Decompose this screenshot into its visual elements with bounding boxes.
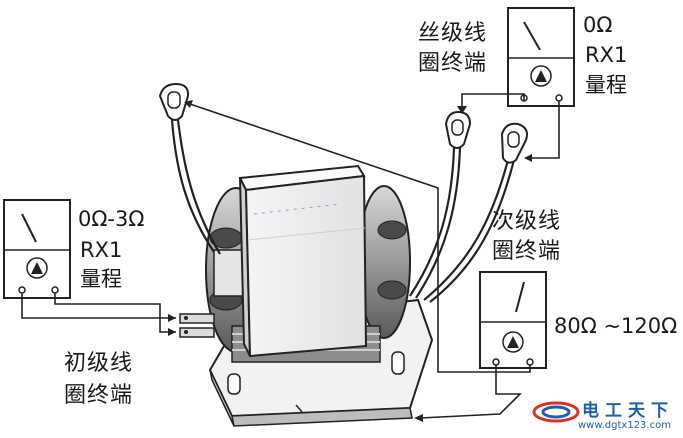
lead-wires [170,119,516,303]
arrowheads [168,100,532,422]
secondary-coil-label-line1: 次级线 [492,209,562,234]
secondary-meter-range: 80Ω ~120Ω [554,314,678,338]
primary-coil-label-line1: 初级线 [64,351,134,376]
transformer-core [238,164,368,358]
watermark-name: 电工天下 [582,401,674,421]
watermark-logo-icon [532,401,580,423]
primary-coil-label-line2: 圈终端 [64,383,134,408]
ohmmeter-secondary [479,271,547,369]
filament-meter-scale: 量程 [585,73,627,97]
lug-connector-filament [444,110,472,149]
secondary-coil-label-line2: 圈终端 [492,239,562,264]
probe-lines [21,93,560,419]
filament-coil-label-line1: 丝级线 [418,21,488,46]
filament-meter-range: 0Ω [583,13,613,37]
ohmmeter-primary [3,199,71,299]
filament-coil-label-line2: 圈终端 [418,51,488,76]
lug-connector-secondary [500,122,528,164]
primary-meter-mode: RX1 [80,238,123,262]
watermark-url: www.dgtx123.com [578,420,671,431]
primary-meter-range: 0Ω-3Ω [78,207,145,231]
primary-meter-scale: 量程 [80,267,122,291]
ohmmeter-filament [507,7,575,107]
filament-meter-mode: RX1 [585,43,628,67]
primary-terminals [179,313,215,338]
lug-connector-left [158,82,190,121]
